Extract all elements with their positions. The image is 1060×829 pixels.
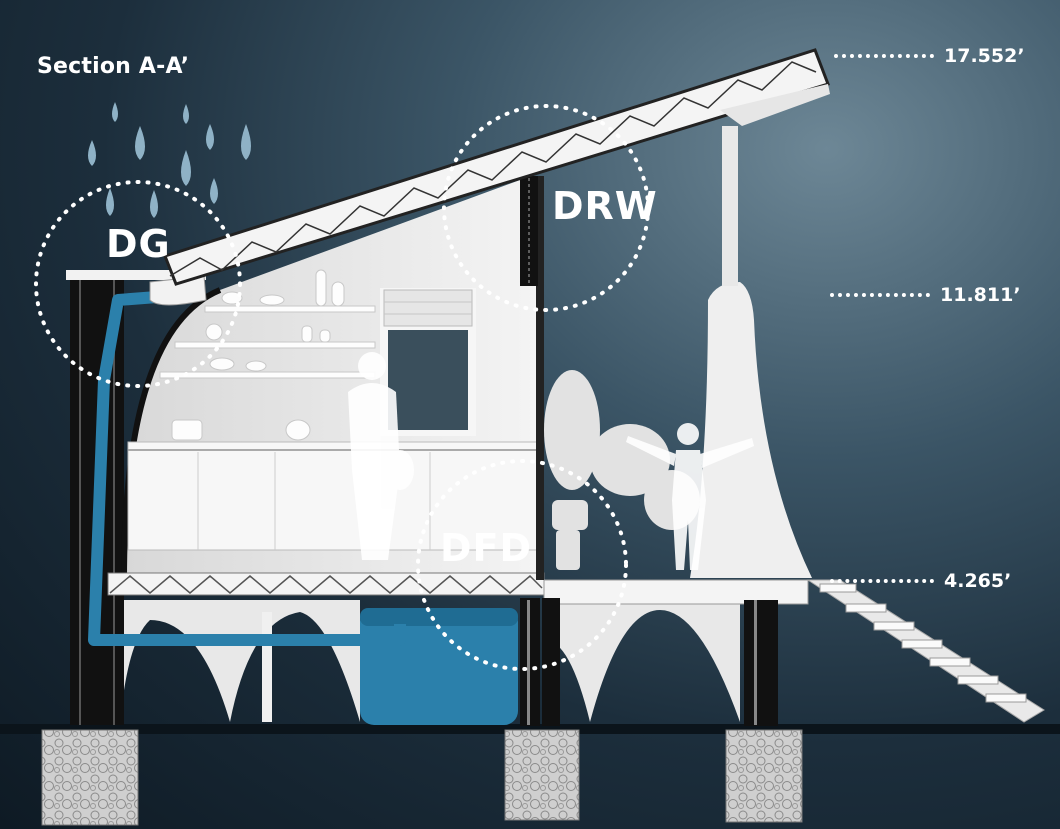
- zone-label-dfd: DFD: [440, 526, 533, 570]
- level-value: 17.552’: [944, 45, 1025, 67]
- zone-circle-dfd: [416, 459, 628, 671]
- shelves: [159, 269, 376, 441]
- window: [380, 288, 476, 436]
- zone-circles: [34, 104, 650, 671]
- child-silhouette: [626, 423, 754, 570]
- woman-silhouette: [348, 352, 414, 560]
- kitchen-cabinet: [127, 441, 539, 551]
- section-title: Section A-A’: [37, 54, 190, 79]
- foundation-footings: [41, 729, 803, 826]
- zone-circle-drw: [442, 104, 650, 312]
- level-value: 11.811’: [940, 284, 1021, 306]
- porch-column: [690, 282, 812, 578]
- underfloor-arches: [120, 600, 740, 722]
- drain-pipe: [88, 290, 406, 646]
- raindrop-icon: [88, 102, 251, 218]
- zone-circle-dg: [34, 180, 242, 388]
- level-marker-ceiling: 11.811’: [830, 284, 1021, 306]
- stairs: [806, 579, 1045, 723]
- zone-label-dg: DG: [106, 222, 171, 266]
- ground: [0, 724, 1060, 734]
- gutter: [149, 275, 207, 306]
- posts: [520, 598, 778, 726]
- level-marker-roof: 17.552’: [834, 45, 1025, 67]
- partition-wall: [536, 176, 544, 580]
- level-value: 4.265’: [944, 570, 1012, 592]
- zone-label-drw: DRW: [552, 184, 658, 228]
- level-marker-floor: 4.265’: [830, 570, 1011, 592]
- roof-truss: [163, 48, 830, 286]
